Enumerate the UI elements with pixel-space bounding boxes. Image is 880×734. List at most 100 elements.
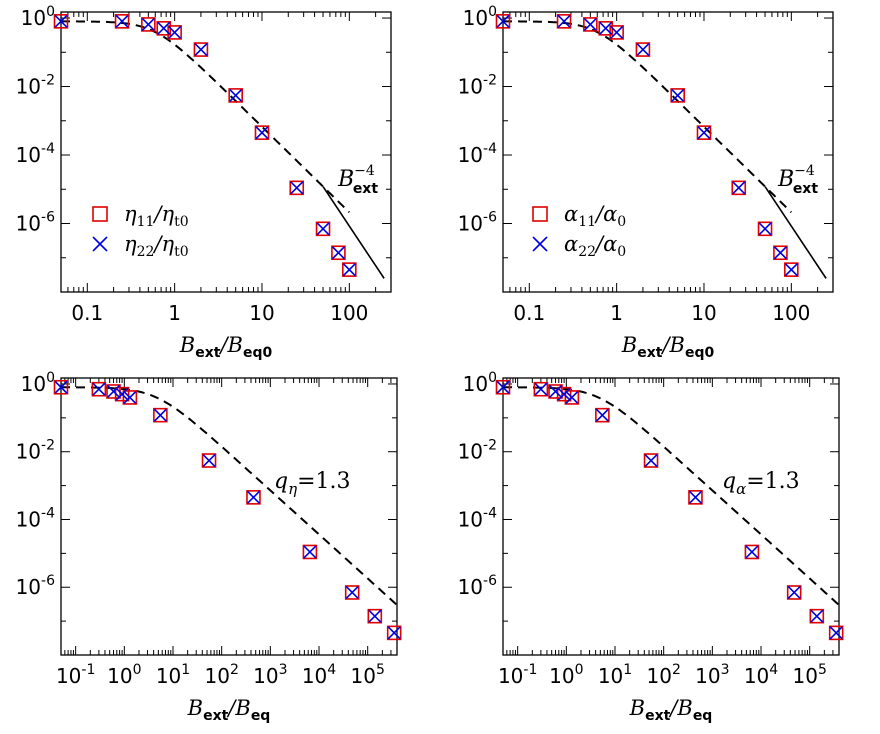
data-point-x	[290, 181, 304, 195]
x-tick-label: 10	[249, 301, 274, 325]
power-law-reference-line	[322, 186, 385, 279]
data-point-square	[302, 544, 318, 560]
data-point-square	[696, 125, 712, 140]
data-point-square	[809, 608, 825, 624]
data-point-square	[556, 14, 572, 29]
plot-frame	[60, 11, 392, 293]
x-tick-label: 10	[691, 301, 716, 325]
data-point-x	[115, 14, 129, 28]
data-point-x	[255, 126, 269, 140]
data-point-x	[123, 390, 137, 405]
fit-curve	[503, 20, 793, 214]
data-point-square	[53, 379, 69, 395]
data-point-x	[583, 17, 597, 32]
x-tick-label: 105	[351, 662, 385, 688]
data-point-x	[773, 246, 787, 260]
y-tick-label: 100	[21, 370, 55, 396]
x-axis-label: Bext/Beq	[187, 696, 271, 724]
data-point-x	[229, 88, 243, 102]
y-tick-label: 10-4	[458, 141, 498, 167]
data-point-x	[688, 490, 703, 504]
x-tick-label: 103	[695, 662, 729, 688]
data-point-x	[599, 21, 613, 35]
y-tick-label: 10-6	[458, 210, 498, 236]
data-point-square	[289, 180, 305, 196]
annotation-label: qη=1.3	[274, 469, 351, 498]
data-point-square	[254, 125, 270, 140]
data-point-x	[194, 42, 208, 57]
data-point-x	[342, 263, 356, 277]
data-point-square	[533, 381, 549, 397]
x-axis-label: Bext/Beq0	[179, 333, 273, 361]
data-point-square	[246, 490, 261, 505]
legend-label: α11/α0	[564, 202, 626, 230]
legend-entry: α11/α0	[532, 202, 626, 230]
data-point-square	[495, 14, 511, 29]
data-point-square	[784, 262, 799, 277]
data-point-square	[386, 625, 402, 641]
x-tick-label: 100	[330, 301, 368, 325]
data-point-square	[688, 490, 703, 505]
x-tick-label: 10-1	[498, 662, 537, 688]
data-point-x	[732, 181, 746, 195]
x-tick-label: 0.1	[513, 301, 545, 325]
data-point-x	[54, 14, 68, 28]
data-point-square	[564, 390, 580, 405]
fit-curve	[503, 386, 840, 606]
data-point-square	[315, 221, 331, 237]
data-point-x	[92, 382, 106, 396]
x-tick-label: 105	[793, 662, 827, 688]
data-point-x	[671, 88, 685, 102]
plot-frame	[60, 377, 398, 656]
data-point-square	[342, 262, 357, 277]
x-tick-label: 103	[253, 662, 287, 688]
y-tick-label: 100	[21, 4, 55, 30]
y-tick-label: 10-2	[458, 438, 497, 464]
data-point-x	[387, 626, 401, 640]
data-point-x	[758, 222, 772, 236]
x-tick-label: 100	[107, 662, 141, 688]
y-tick-label: 10-6	[16, 573, 56, 599]
legend-label: η11/ηt0	[124, 202, 189, 230]
y-tick-label: 100	[463, 370, 497, 396]
data-point-x	[697, 126, 711, 140]
data-point-square	[595, 407, 610, 423]
data-point-x	[168, 25, 182, 39]
data-point-x	[115, 387, 129, 401]
y-tick-label: 10-2	[16, 73, 55, 99]
legend-entry: η22/ηt0	[92, 232, 189, 260]
data-point-x	[106, 384, 121, 399]
fit-curve	[61, 20, 351, 214]
data-point-x	[153, 408, 167, 422]
data-point-square	[91, 381, 107, 397]
data-point-x	[610, 25, 624, 39]
legend-square-marker	[92, 206, 108, 222]
data-point-square	[744, 544, 760, 560]
data-point-x	[787, 585, 801, 600]
legend-entry: α22/α0	[532, 232, 626, 260]
x-tick-label: 102	[646, 662, 680, 688]
data-point-square	[153, 407, 168, 423]
data-point-square	[193, 42, 209, 57]
x-tick-label: 100	[549, 662, 583, 688]
legend-entry: η11/ηt0	[92, 202, 189, 230]
x-tick-label: 100	[772, 301, 810, 325]
data-point-x	[496, 14, 510, 28]
data-point-x	[303, 545, 317, 559]
plot-frame	[502, 11, 834, 293]
data-point-x	[829, 626, 843, 640]
data-point-x	[246, 490, 261, 504]
legend-label: α22/α0	[564, 232, 626, 260]
data-point-x	[565, 390, 579, 405]
data-point-x	[636, 42, 650, 57]
data-point-x	[534, 382, 548, 396]
plot-frame	[502, 377, 840, 656]
data-point-x	[345, 585, 359, 600]
data-point-square	[122, 390, 138, 405]
x-tick-label: 0.1	[71, 301, 103, 325]
data-point-x	[157, 21, 171, 35]
fit-curve	[61, 386, 398, 606]
